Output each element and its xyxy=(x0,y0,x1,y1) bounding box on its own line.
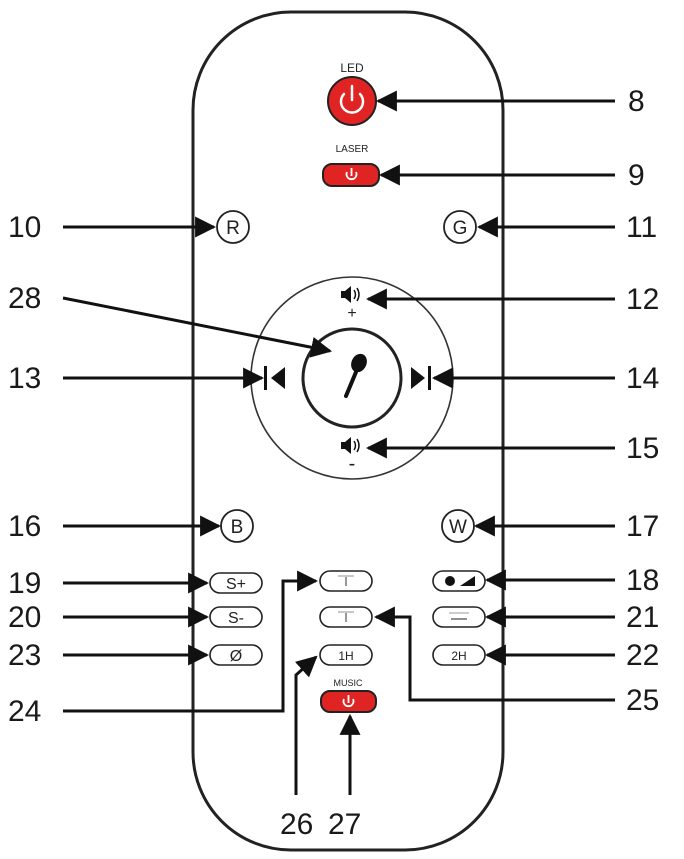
volume-up-icon xyxy=(341,286,360,303)
speed-down-button[interactable]: S- xyxy=(209,606,263,628)
callout-13: 13 xyxy=(8,362,42,395)
previous-track-button[interactable] xyxy=(264,366,285,390)
callout-12: 12 xyxy=(626,283,660,316)
callout-8: 8 xyxy=(628,85,645,118)
brightness-icon xyxy=(460,576,475,586)
minus-sign: - xyxy=(349,453,356,475)
blue-color-button[interactable]: B xyxy=(220,509,254,543)
previous-track-icon xyxy=(264,366,285,390)
next-track-icon xyxy=(411,366,431,390)
callout-arrows xyxy=(62,90,615,795)
moon-icon xyxy=(445,576,455,586)
callout-27: 27 xyxy=(328,808,362,841)
volume-down-icon xyxy=(341,437,360,454)
music-power-button[interactable] xyxy=(320,690,377,713)
off-button[interactable]: Ø xyxy=(209,644,263,666)
callout-22: 22 xyxy=(626,639,660,672)
s-plus-label: S+ xyxy=(226,576,246,593)
brightness-button[interactable] xyxy=(432,570,486,592)
power-icon xyxy=(339,84,365,114)
plus-sign: + xyxy=(347,305,356,322)
callout-24: 24 xyxy=(8,695,42,728)
led-label: LED xyxy=(340,61,364,75)
callout-11: 11 xyxy=(626,211,658,244)
timer-2h-button[interactable]: 2H xyxy=(432,644,486,666)
arrow-24 xyxy=(63,570,319,713)
timer-1h-button[interactable]: 1H xyxy=(319,644,373,666)
callout-10: 10 xyxy=(8,211,42,244)
laser-power-button[interactable] xyxy=(322,163,380,187)
s-minus-label: S- xyxy=(228,610,244,627)
volume-up-button[interactable]: + xyxy=(341,286,360,322)
callout-15: 15 xyxy=(626,432,660,465)
timer-2h-label: 2H xyxy=(451,649,466,663)
laser-mode-button[interactable] xyxy=(432,606,486,628)
white-color-button[interactable]: W xyxy=(441,509,475,543)
callout-19: 19 xyxy=(8,567,42,600)
music-label: MUSIC xyxy=(334,678,364,688)
w-label: W xyxy=(449,517,467,538)
off-label: Ø xyxy=(230,648,242,665)
speed-up-button[interactable]: S+ xyxy=(209,572,263,594)
callout-23: 23 xyxy=(8,639,42,672)
power-icon xyxy=(345,168,358,180)
callout-20: 20 xyxy=(8,601,42,634)
callout-21: 21 xyxy=(626,601,660,634)
next-track-button[interactable] xyxy=(411,366,431,390)
red-color-button[interactable]: R xyxy=(216,210,250,244)
volume-down-button[interactable]: - xyxy=(341,437,360,475)
callout-14: 14 xyxy=(626,362,660,395)
laser-label: LASER xyxy=(336,144,369,155)
arrow-28 xyxy=(62,296,333,358)
timer-1h-label: 1H xyxy=(338,649,353,663)
b-label: B xyxy=(231,517,244,538)
callout-16: 16 xyxy=(8,510,42,543)
r-label: R xyxy=(226,218,240,239)
callout-9: 9 xyxy=(628,159,645,192)
power-icon xyxy=(342,695,355,707)
callout-26: 26 xyxy=(280,808,314,841)
mode-up-button[interactable] xyxy=(319,570,373,592)
callout-17: 17 xyxy=(626,510,660,543)
arrow-25 xyxy=(373,606,615,702)
callout-25: 25 xyxy=(626,684,660,717)
callout-28: 28 xyxy=(8,282,42,315)
microphone-button[interactable] xyxy=(301,327,403,429)
microphone-icon xyxy=(344,353,367,398)
mode-down-button[interactable] xyxy=(319,606,373,628)
green-color-button[interactable]: G xyxy=(443,210,477,244)
arrow-26 xyxy=(294,655,318,795)
led-power-button[interactable] xyxy=(327,76,377,126)
g-label: G xyxy=(453,218,468,239)
callout-18: 18 xyxy=(626,564,660,597)
